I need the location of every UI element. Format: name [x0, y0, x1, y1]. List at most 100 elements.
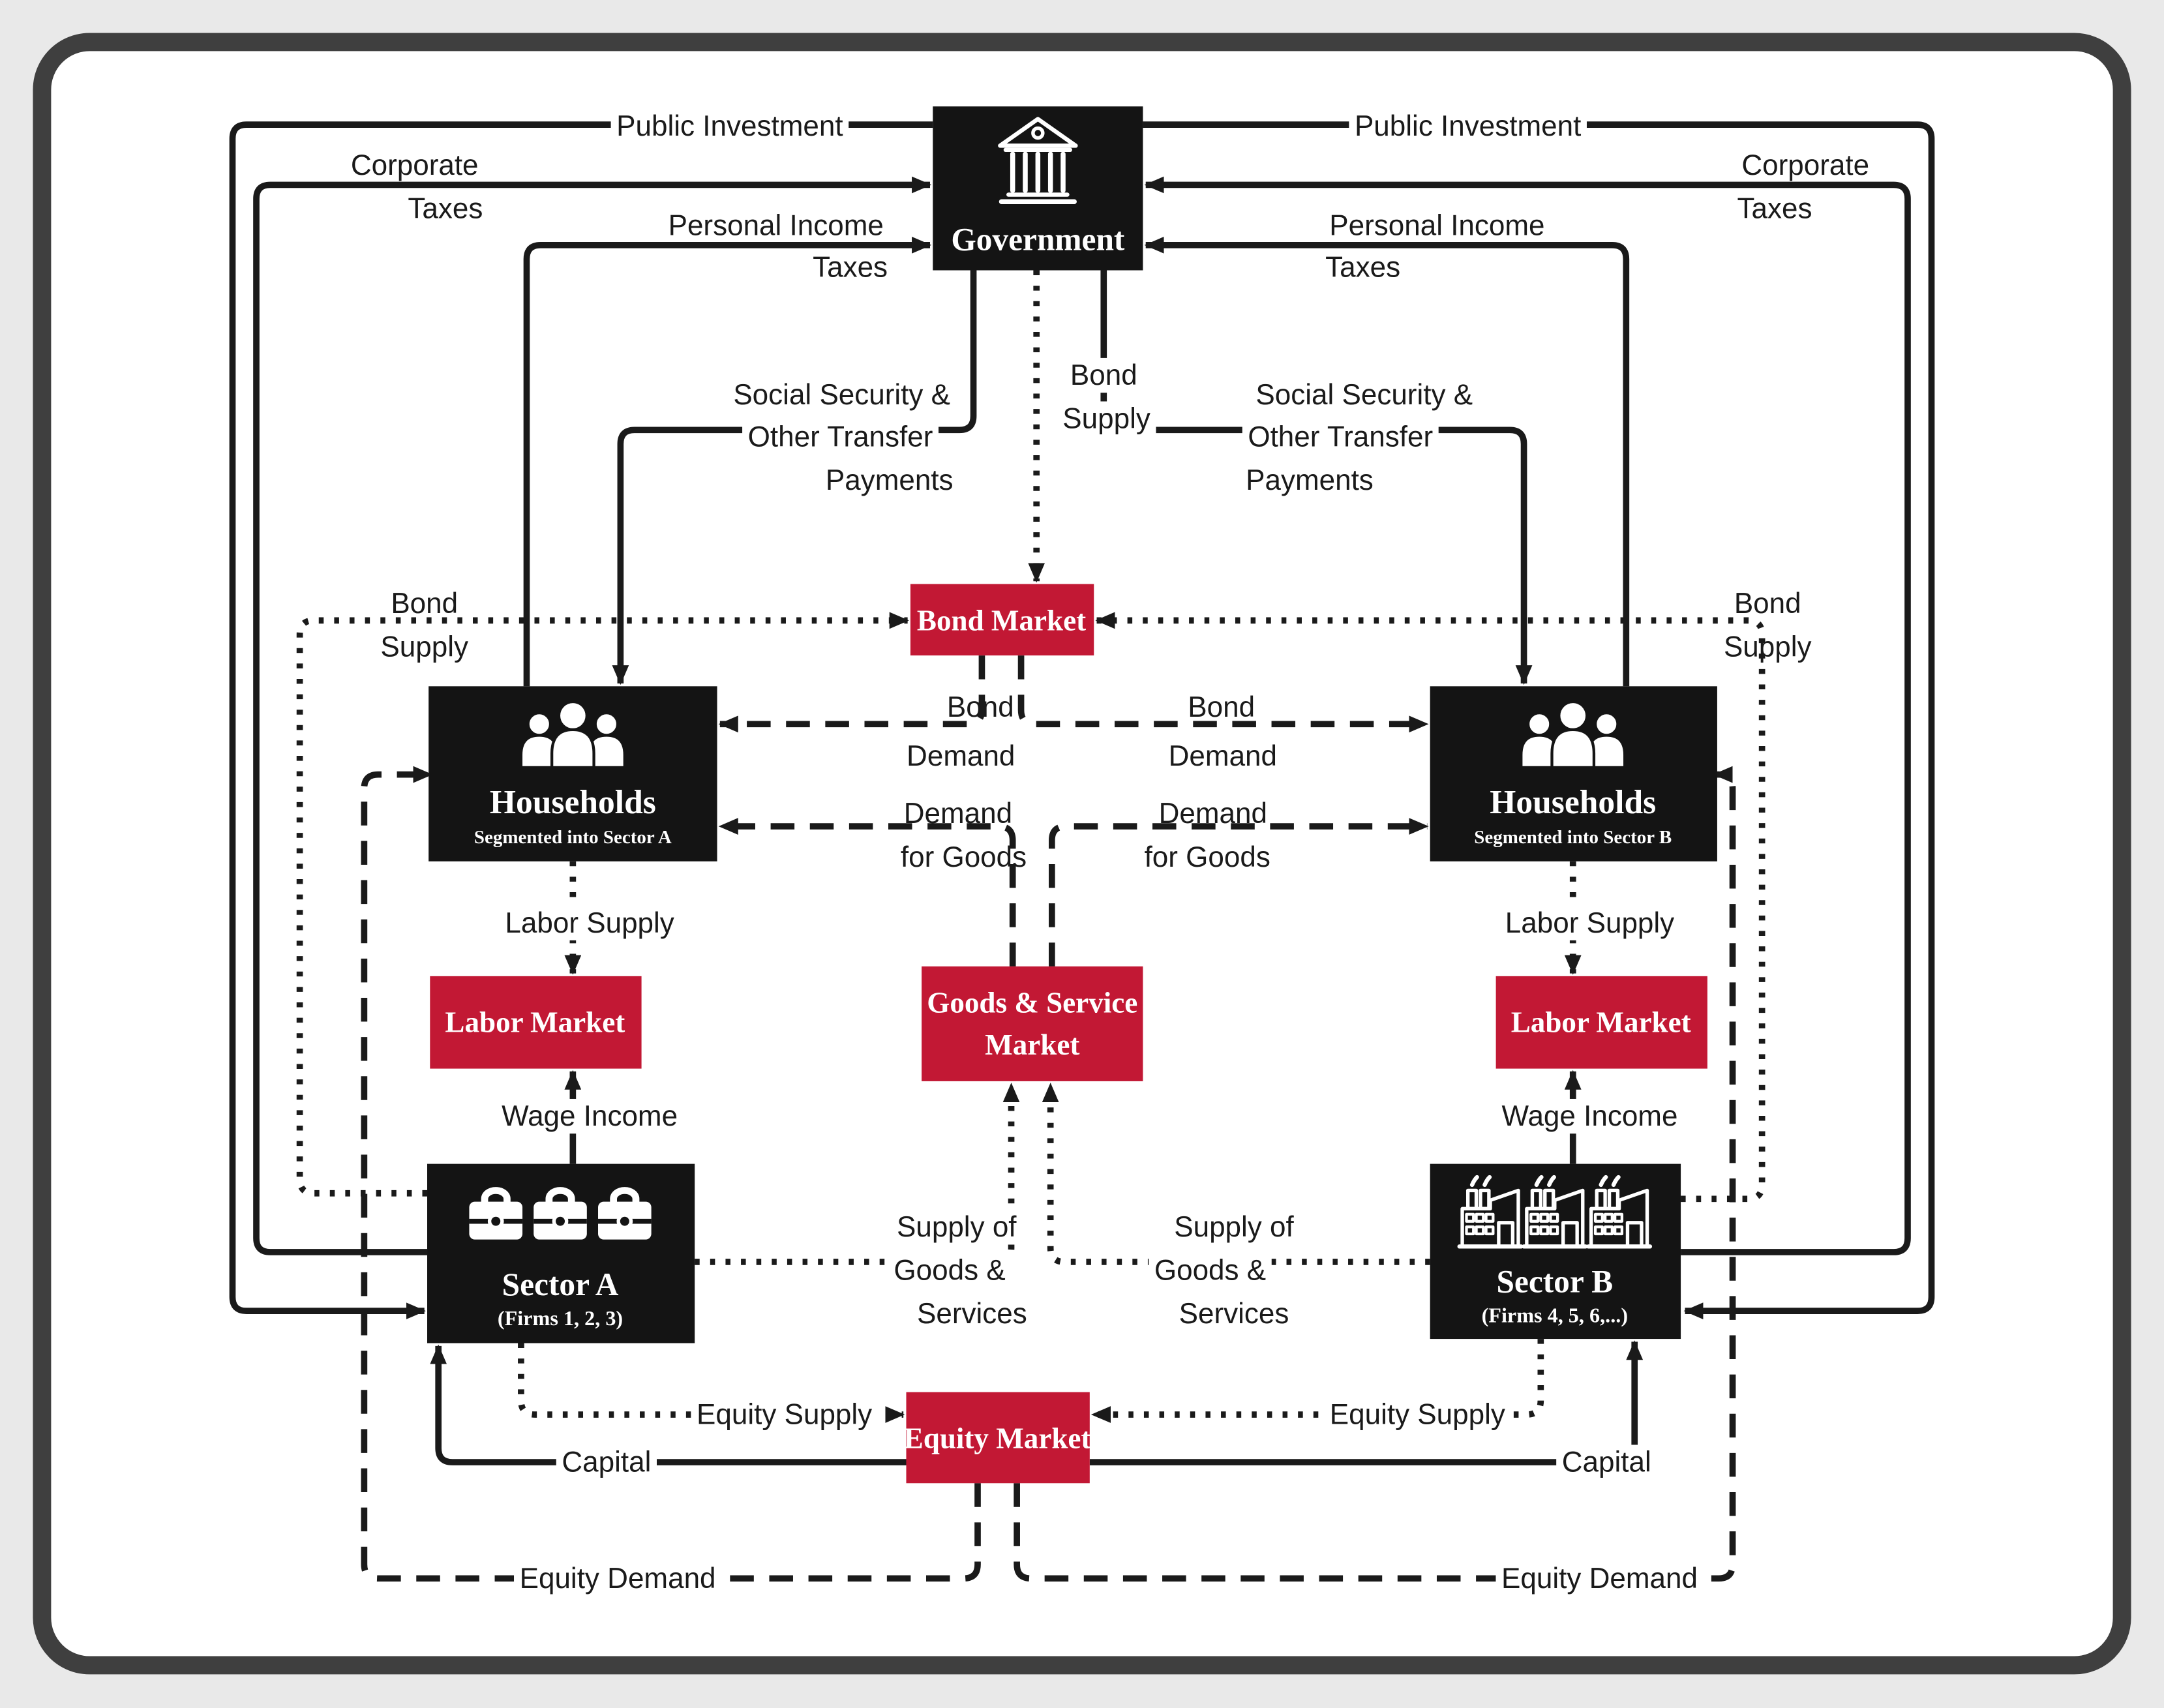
flow-line-demand-for-goods-left — [718, 818, 1016, 966]
label-background — [1556, 1445, 1657, 1480]
label-supply-of-goods-right-1: Supply of — [1174, 1211, 1294, 1243]
label-background — [1495, 1098, 1684, 1134]
households-left-subtitle: Segmented into Sector A — [474, 827, 672, 848]
node-equity-market: Equity Market — [904, 1392, 1091, 1484]
label-background — [1250, 377, 1479, 413]
flow-labels: Public Investment Public Investment Corp… — [351, 110, 1869, 1595]
sector-b-subtitle: (Firms 4, 5, 6,...) — [1482, 1304, 1628, 1327]
labor-market-left-box — [430, 976, 642, 1069]
labor-market-right-title: Labor Market — [1511, 1006, 1691, 1039]
label-background — [1064, 357, 1143, 393]
label-background — [1499, 905, 1680, 940]
label-labor-supply-left: Labor Supply — [505, 907, 674, 939]
flow-line-bond-demand-left — [718, 655, 985, 733]
label-social-security-right-1: Social Security & — [1255, 379, 1473, 411]
label-personal-income-taxes-right-2: Taxes — [1325, 252, 1400, 284]
label-bond-demand-left-1: Bond — [947, 691, 1014, 723]
label-wage-income-right: Wage Income — [1502, 1100, 1678, 1132]
label-equity-supply-left: Equity Supply — [697, 1399, 872, 1431]
goods-market-title-2: Market — [985, 1028, 1079, 1061]
node-sector-a: Sector A (Firms 1, 2, 3) — [427, 1163, 695, 1343]
flow-line-personal-income-taxes-right — [1144, 236, 1630, 687]
node-sector-b: Sector B (Firms 4, 5, 6,...) — [1430, 1163, 1681, 1340]
bond-market-box — [910, 584, 1094, 656]
label-equity-supply-right: Equity Supply — [1330, 1399, 1505, 1431]
flow-line-equity-supply-right — [1090, 1339, 1544, 1423]
label-bond-supply-left-1: Bond — [391, 588, 458, 620]
labor-market-left-title: Labor Market — [445, 1006, 625, 1039]
flow-line-public-investment-left — [229, 121, 933, 1320]
label-social-security-left-2: Other Transfer — [748, 421, 933, 453]
label-personal-income-taxes-right-1: Personal Income — [1329, 209, 1544, 241]
label-equity-demand-right: Equity Demand — [1501, 1563, 1698, 1595]
flow-line-personal-income-taxes-left — [523, 236, 932, 687]
households-right-title: Households — [1490, 784, 1656, 821]
flow-line-demand-for-goods-right — [1048, 818, 1429, 966]
label-social-security-left-1: Social Security & — [733, 379, 950, 411]
label-bond-supply-right-2: Supply — [1724, 631, 1812, 663]
households-left-title: Households — [490, 784, 656, 821]
label-personal-income-taxes-left-2: Taxes — [813, 252, 888, 284]
label-background — [514, 1561, 722, 1596]
flow-line-capital-left — [430, 1344, 907, 1465]
label-background — [1242, 419, 1439, 455]
label-background — [1168, 1209, 1300, 1244]
node-households-left: Households Segmented into Sector A — [428, 686, 717, 861]
label-background — [911, 1296, 1033, 1332]
label-background — [820, 462, 959, 498]
label-public-investment-left: Public Investment — [616, 110, 843, 142]
label-capital-right: Capital — [1562, 1446, 1651, 1478]
label-bond-supply-center-1: Bond — [1070, 359, 1137, 391]
flow-line-corporate-taxes-left — [253, 176, 932, 1255]
labor-market-right-box — [1495, 976, 1707, 1069]
label-bond-demand-right-2: Demand — [1169, 740, 1277, 772]
label-supply-of-goods-left-2: Goods & — [894, 1254, 1005, 1286]
node-government: Government — [933, 106, 1143, 271]
flow-line-equity-demand-left — [361, 766, 981, 1582]
flow-line-supply-of-goods-right — [1042, 1083, 1430, 1265]
node-bond-market: Bond Market — [910, 584, 1094, 656]
label-background — [742, 419, 939, 455]
equity-market-box — [906, 1392, 1090, 1484]
label-corporate-taxes-left-2: Taxes — [408, 192, 483, 224]
label-background — [556, 1445, 657, 1480]
goods-market-title-1: Goods & Service — [927, 987, 1137, 1019]
equity-market-title: Equity Market — [904, 1422, 1091, 1455]
label-background — [727, 377, 956, 413]
label-wage-income-left: Wage Income — [502, 1100, 678, 1132]
label-background — [1149, 1253, 1272, 1288]
label-corporate-taxes-left-1: Corporate — [351, 149, 479, 181]
label-background — [891, 1209, 1023, 1244]
label-bond-supply-left-2: Supply — [380, 631, 468, 663]
label-labor-supply-right: Labor Supply — [1505, 907, 1674, 939]
label-social-security-left-3: Payments — [826, 464, 954, 496]
label-bond-supply-center-2: Supply — [1062, 403, 1150, 435]
label-background — [691, 1397, 878, 1432]
label-background — [1057, 401, 1156, 436]
label-supply-of-goods-left-3: Services — [917, 1298, 1027, 1330]
label-corporate-taxes-right-1: Corporate — [1741, 149, 1869, 181]
label-public-investment-right: Public Investment — [1355, 110, 1581, 142]
node-households-right: Households Segmented into Sector B — [1430, 686, 1717, 861]
flow-line-equity-demand-right — [1014, 766, 1736, 1582]
node-labor-market-left: Labor Market — [430, 976, 642, 1069]
label-background — [1349, 108, 1587, 143]
flow-line-bond-demand-right — [1017, 655, 1429, 733]
label-demand-for-goods-left-2: for Goods — [901, 841, 1027, 873]
sector-b-title: Sector B — [1496, 1264, 1613, 1300]
label-background — [1173, 1296, 1295, 1332]
sector-a-subtitle: (Firms 1, 2, 3) — [498, 1306, 623, 1330]
households-right-subtitle: Segmented into Sector B — [1474, 827, 1672, 848]
label-social-security-right-2: Other Transfer — [1248, 421, 1433, 453]
label-supply-of-goods-left-1: Supply of — [897, 1211, 1017, 1243]
flow-line-equity-supply-left — [518, 1343, 905, 1423]
label-demand-for-goods-left-1: Demand — [904, 798, 1012, 830]
label-background — [888, 1253, 1012, 1288]
label-bond-supply-right-1: Bond — [1734, 588, 1801, 620]
sector-a-title: Sector A — [502, 1266, 619, 1302]
label-supply-of-goods-right-3: Services — [1179, 1298, 1289, 1330]
label-demand-for-goods-right-1: Demand — [1159, 798, 1267, 830]
label-equity-demand-left: Equity Demand — [520, 1563, 716, 1595]
node-goods-market: Goods & Service Market — [922, 966, 1143, 1081]
